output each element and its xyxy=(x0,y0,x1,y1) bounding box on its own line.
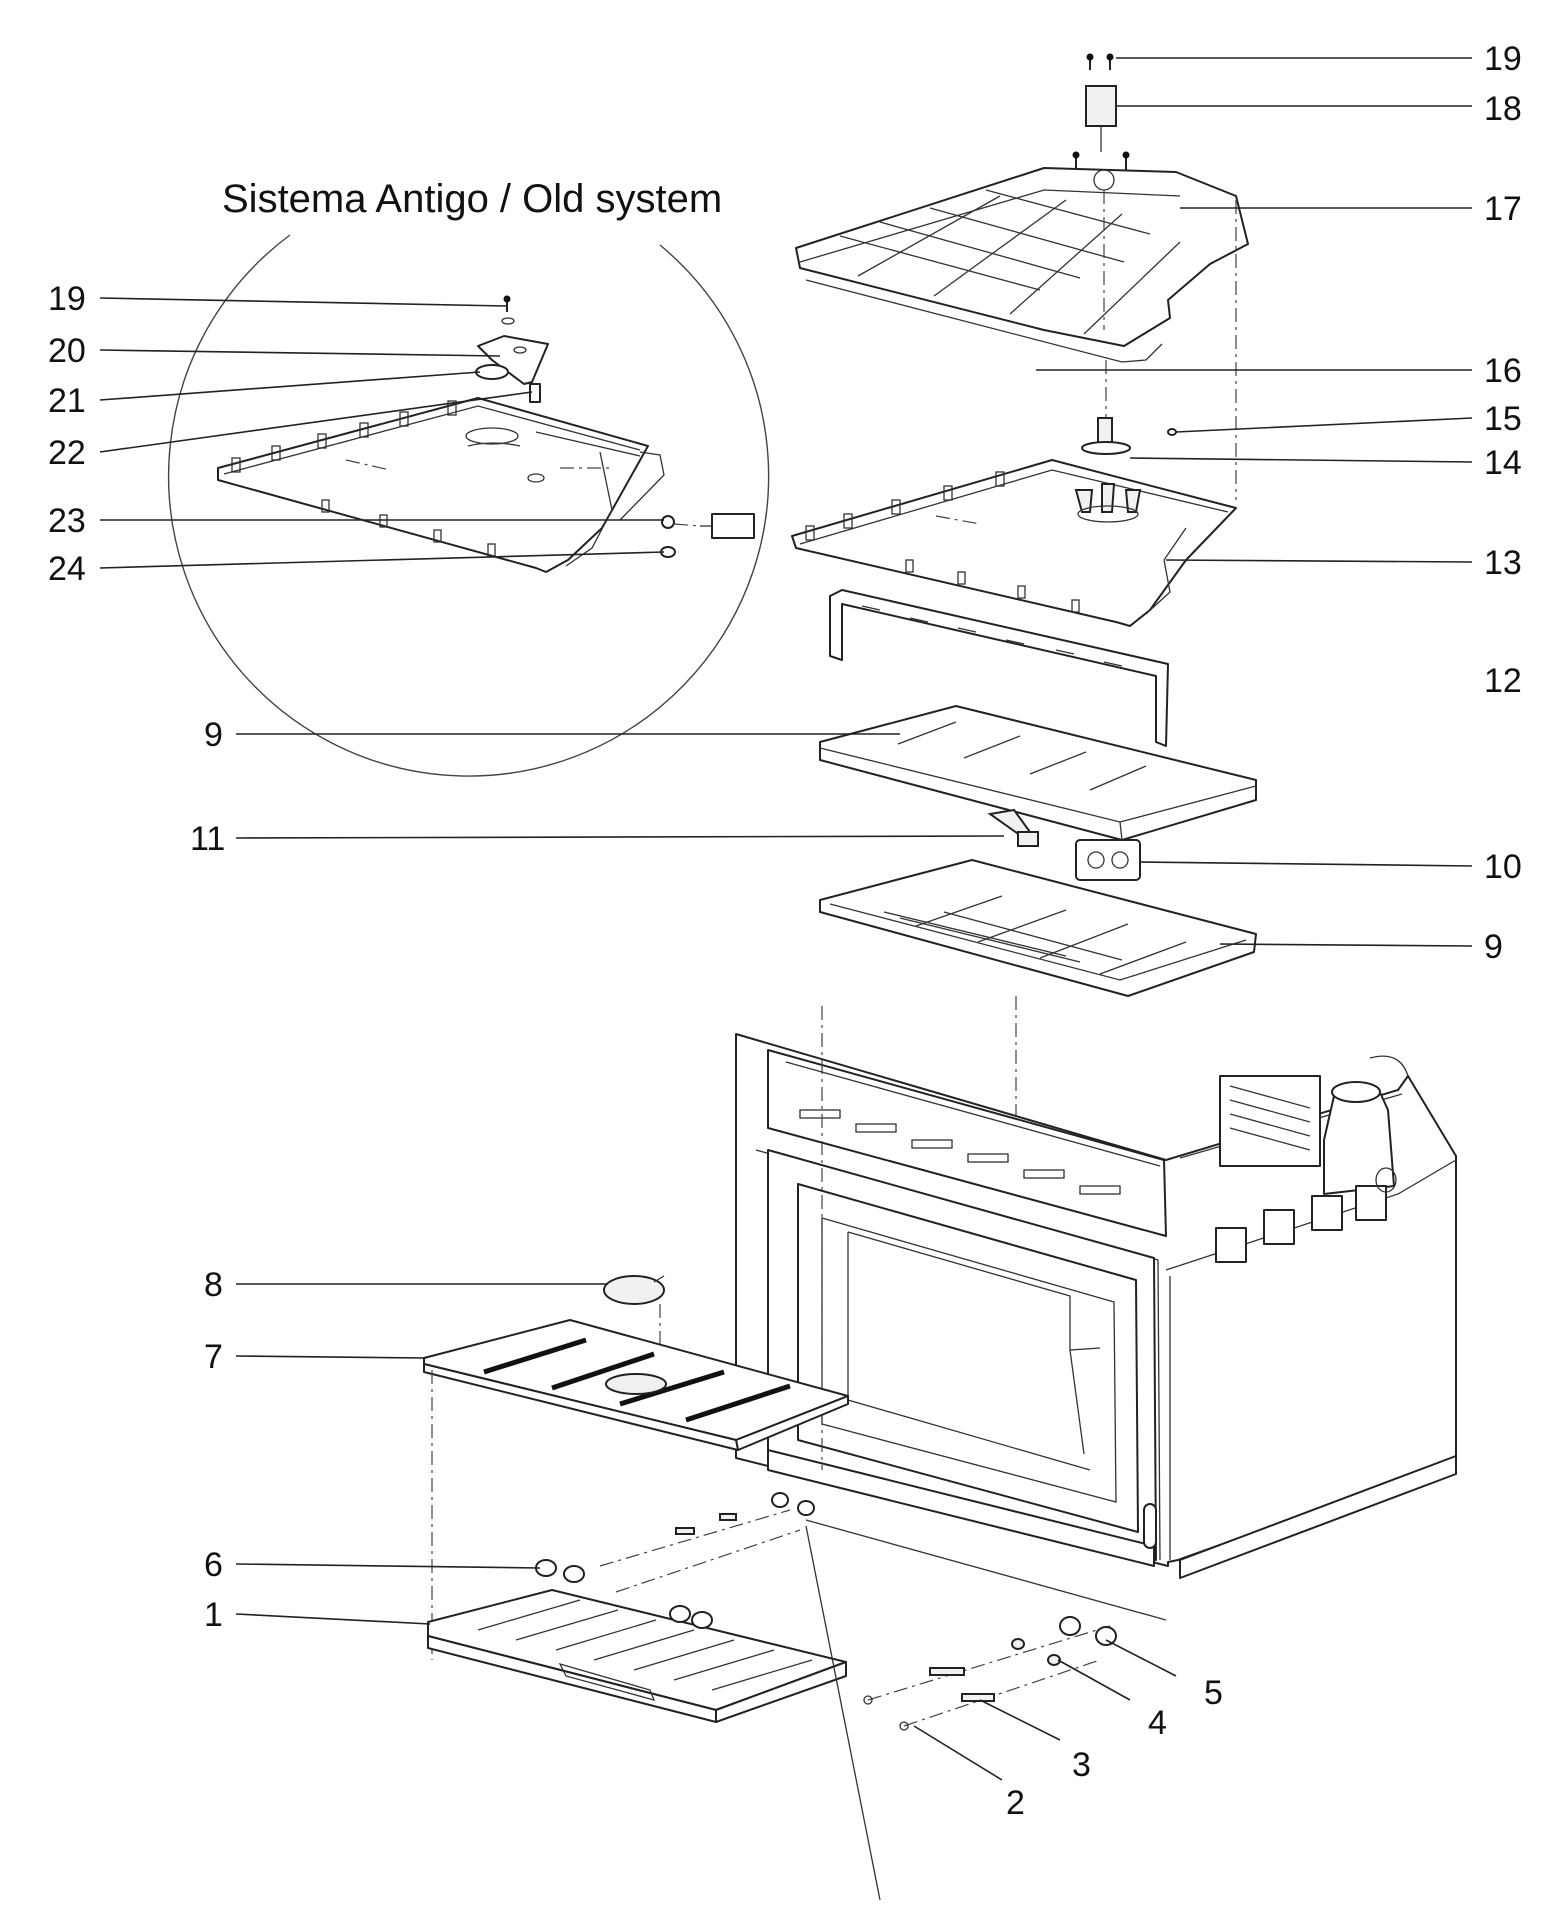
callout-5: 5 xyxy=(1204,1674,1223,1712)
sensor-11 xyxy=(987,808,1039,847)
old-bracket-20 xyxy=(477,335,549,385)
panel-9-upper xyxy=(819,705,1257,841)
fasteners-lower xyxy=(805,1519,1167,1901)
fasteners-upper xyxy=(599,1492,815,1593)
callout-9-lower: 9 xyxy=(1484,928,1503,966)
callout-17: 17 xyxy=(1484,190,1522,228)
callout-2: 2 xyxy=(1006,1784,1025,1822)
tray-13 xyxy=(791,459,1237,627)
old-system-tray xyxy=(217,397,665,573)
door-rail xyxy=(767,1449,1157,1567)
detail-circle xyxy=(167,234,770,777)
hinges-6 xyxy=(535,1559,713,1629)
old-system-title: Sistema Antigo / Old system xyxy=(222,177,722,221)
callout-10: 10 xyxy=(1484,848,1522,886)
callout-22: 22 xyxy=(48,434,86,472)
callout-16: 16 xyxy=(1484,352,1522,390)
old-nut-22 xyxy=(529,383,541,403)
old-switch-23 xyxy=(661,513,755,539)
fan-blades xyxy=(1074,483,1142,523)
callout-1: 1 xyxy=(204,1596,223,1634)
screws-19 xyxy=(1072,53,1130,170)
callout-4: 4 xyxy=(1148,1704,1167,1742)
old-screw-19 xyxy=(503,295,511,312)
callout-12: 12 xyxy=(1484,662,1522,700)
cap-8 xyxy=(603,1275,665,1360)
callout-labels: 19 18 17 16 15 14 13 12 10 9 19 20 21 22… xyxy=(48,40,1522,1822)
callout-8: 8 xyxy=(204,1266,223,1304)
callout-19-old: 19 xyxy=(48,280,86,318)
callout-18: 18 xyxy=(1484,90,1522,128)
callout-21: 21 xyxy=(48,382,86,420)
callout-23: 23 xyxy=(48,502,86,540)
callout-13: 13 xyxy=(1484,544,1522,582)
callout-14: 14 xyxy=(1484,444,1522,482)
callout-6: 6 xyxy=(204,1546,223,1584)
blower-motor xyxy=(1219,1055,1409,1195)
callout-19: 19 xyxy=(1484,40,1522,78)
bracket-12 xyxy=(829,589,1169,747)
old-ring-21 xyxy=(475,364,509,380)
leader-lines xyxy=(99,57,1473,1781)
old-system-detail: Sistema Antigo / Old system xyxy=(167,177,770,777)
drawer-1 xyxy=(427,1589,847,1723)
old-washer xyxy=(501,317,515,325)
callout-3: 3 xyxy=(1072,1746,1091,1784)
connector-10 xyxy=(1075,839,1141,881)
part-15 xyxy=(1167,428,1177,436)
callout-24: 24 xyxy=(48,550,86,588)
callout-11: 11 xyxy=(190,820,225,858)
callout-9-upper: 9 xyxy=(204,716,223,754)
callout-7: 7 xyxy=(204,1338,223,1376)
shaft-14 xyxy=(1081,360,1131,455)
glass-panel-7 xyxy=(423,1319,849,1660)
capacitors xyxy=(1215,1185,1387,1263)
oven-body xyxy=(735,1006,1457,1579)
callout-20: 20 xyxy=(48,332,86,370)
motor-18 xyxy=(1085,85,1117,152)
fan-cover-17 xyxy=(795,167,1249,500)
callout-15: 15 xyxy=(1484,400,1522,438)
